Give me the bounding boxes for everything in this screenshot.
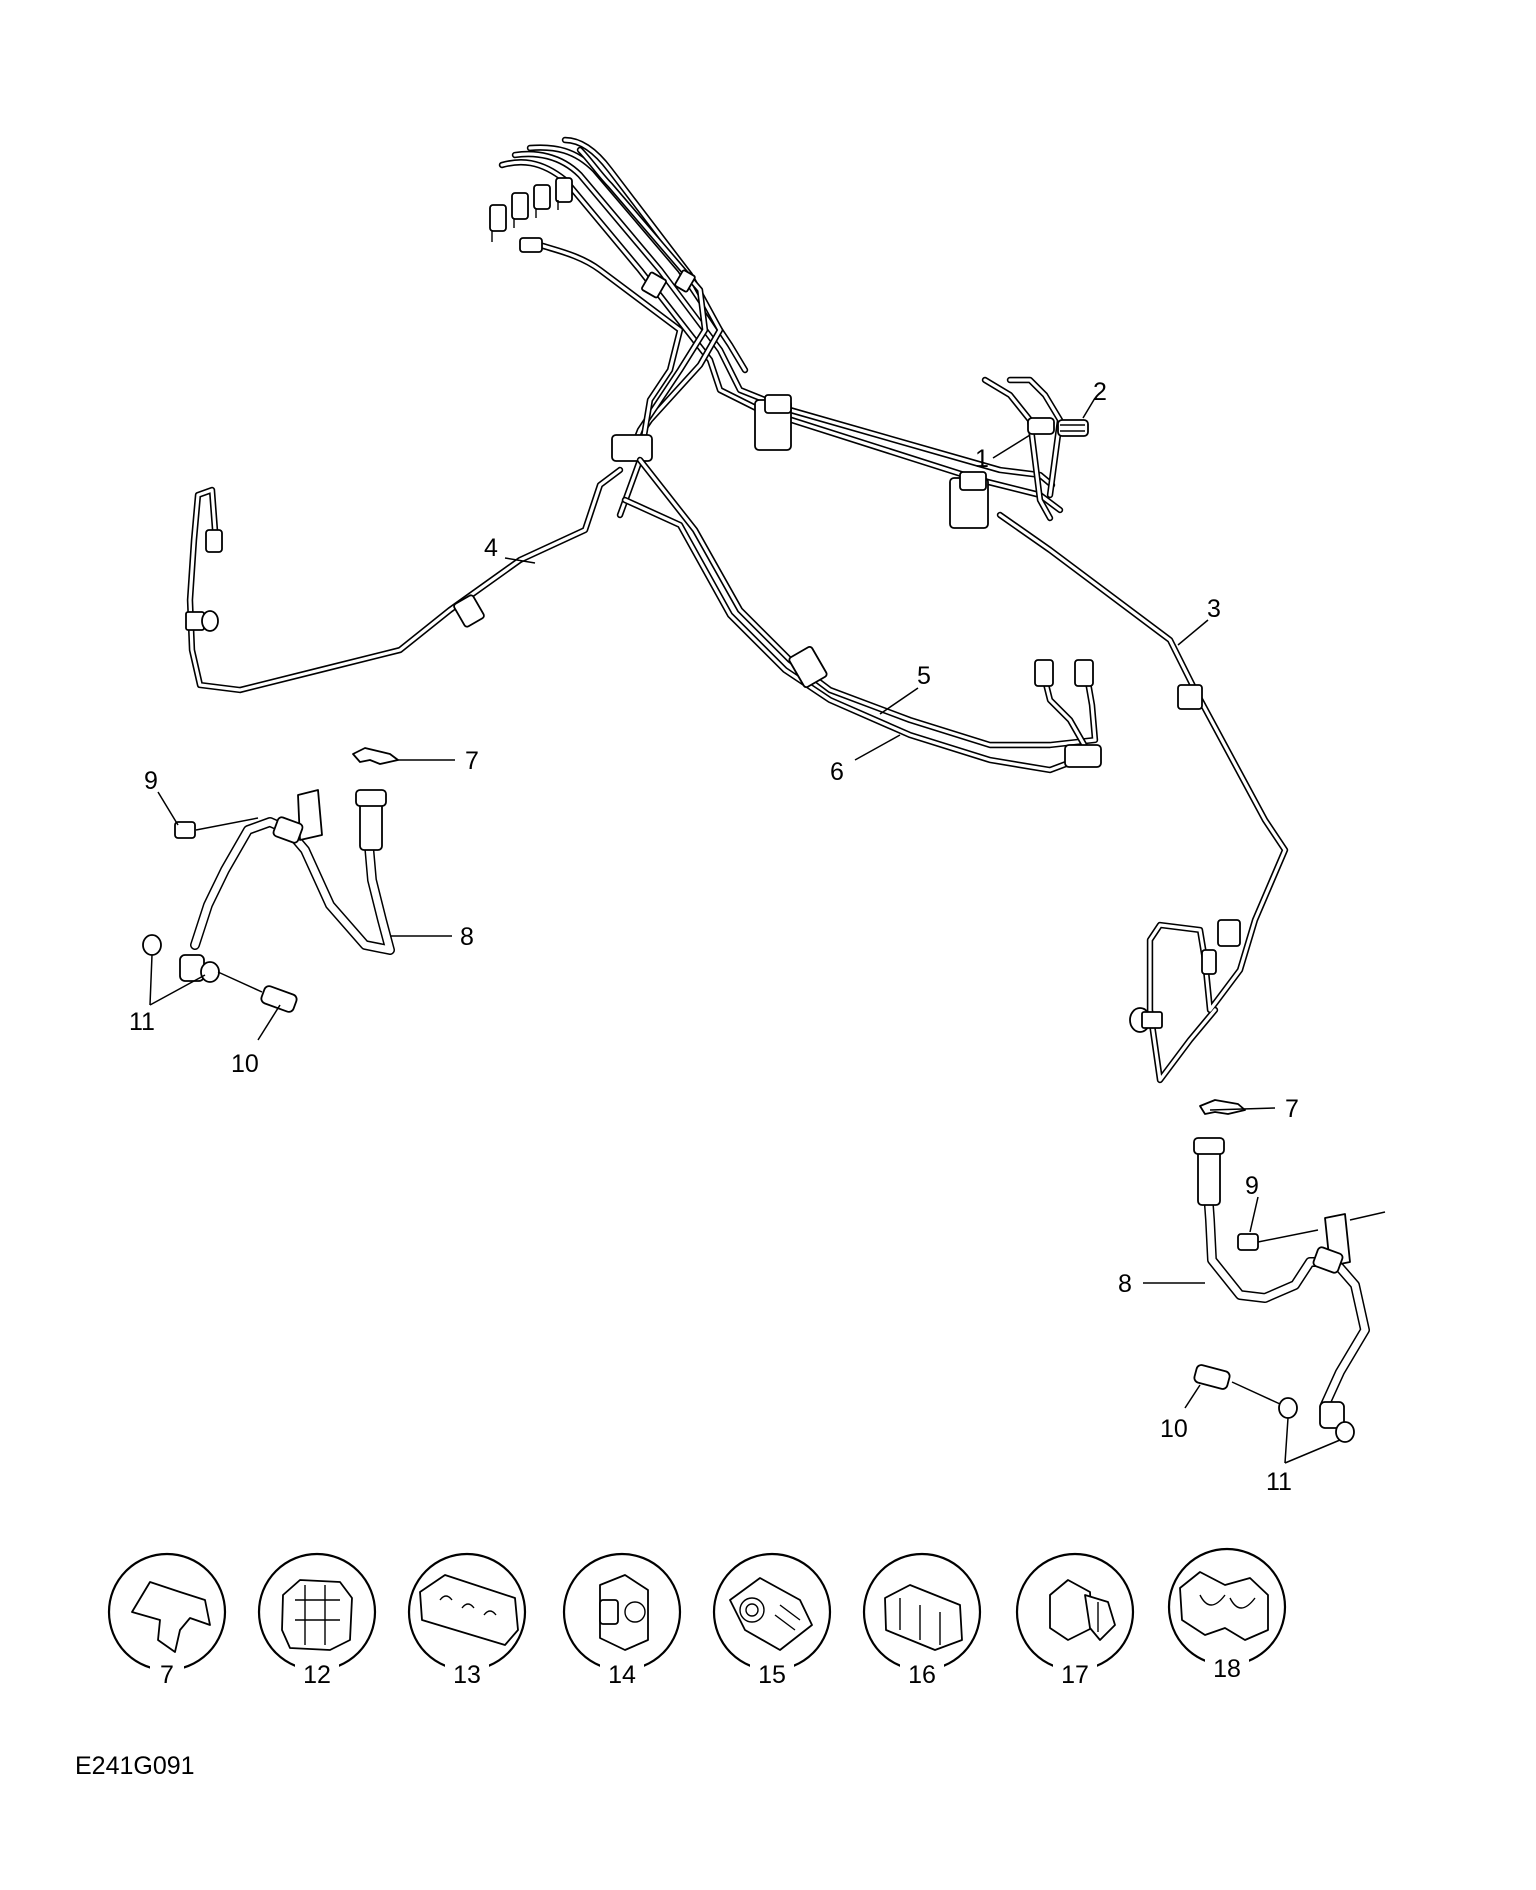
- svg-text:15: 15: [758, 1661, 786, 1689]
- pipe-clip: [1064, 744, 1102, 768]
- detail-clip-16: 16: [862, 1552, 982, 1689]
- callout-6: 6: [830, 758, 844, 786]
- pipe-end-fitting: [205, 529, 223, 553]
- union-fitting-2: [1057, 419, 1089, 437]
- callout-7-right: 7: [1285, 1095, 1299, 1123]
- pipe-clip: [453, 594, 485, 628]
- clip-detail-row: 7 12 13 14: [107, 1547, 1287, 1689]
- svg-text:16: 16: [908, 1661, 936, 1689]
- hose-retaining-clip: [352, 747, 399, 765]
- pipe-end-fitting: [1074, 659, 1094, 687]
- callout-11-right: 11: [1266, 1468, 1292, 1496]
- union-fitting-1: [1027, 417, 1055, 435]
- hose-retaining-clip: [1199, 1099, 1246, 1115]
- callout-7-left: 7: [465, 747, 479, 775]
- callout-leaders: [149, 397, 1341, 1464]
- brake-pipe-3: [996, 511, 1289, 1084]
- callout-8-right: 8: [1118, 1270, 1132, 1298]
- callout-9-right: 9: [1245, 1172, 1259, 1200]
- detail-clip-14: 14: [562, 1552, 682, 1689]
- detail-clip-7: 7: [107, 1552, 227, 1689]
- callout-2: 2: [1093, 378, 1107, 406]
- callout-9-left: 9: [144, 767, 158, 795]
- pipe-end-fittings-top: [489, 177, 573, 253]
- left-flexible-hose-assembly: [142, 747, 399, 1013]
- pipe-union-assembly: [981, 376, 1089, 522]
- callout-10-right: 10: [1160, 1415, 1188, 1443]
- callout-8-left: 8: [460, 923, 474, 951]
- callout-1: 1: [975, 445, 989, 473]
- figure-reference: E241G091: [75, 1752, 195, 1780]
- washers-11-right: [1278, 1397, 1355, 1443]
- main-pipe-bundle: [489, 136, 1064, 529]
- callout-10-left: 10: [231, 1050, 259, 1078]
- pipe-clips-main: [611, 269, 989, 529]
- brake-pipes-5-6: [621, 456, 1102, 774]
- pipe-clip: [1177, 684, 1203, 710]
- svg-text:12: 12: [303, 1661, 331, 1689]
- svg-text:18: 18: [1213, 1655, 1241, 1683]
- svg-text:14: 14: [608, 1661, 636, 1689]
- bolt-9-left: [174, 817, 259, 839]
- detail-clip-13: 13: [407, 1552, 527, 1689]
- callout-11-left: 11: [129, 1008, 155, 1036]
- banjo-fitting: [1319, 1401, 1345, 1429]
- svg-text:13: 13: [453, 1661, 481, 1689]
- callout-labels: 1 2 3 4 5 6 7 7 8 8 9 9 10 10 11 11: [129, 378, 1299, 1496]
- svg-text:7: 7: [160, 1661, 174, 1689]
- detail-clip-17: 17: [1015, 1552, 1135, 1689]
- right-flexible-hose-assembly: [1193, 1099, 1386, 1443]
- callout-4: 4: [484, 534, 498, 562]
- detail-clip-15: 15: [712, 1552, 832, 1689]
- pipe-clip: [788, 645, 828, 689]
- detail-clip-18: 18: [1167, 1547, 1287, 1683]
- washers-11-left: [142, 934, 220, 983]
- callout-3: 3: [1207, 595, 1221, 623]
- callout-5: 5: [917, 662, 931, 690]
- pipe-end-fitting: [1201, 949, 1217, 975]
- bolt-9-right: [1237, 1229, 1319, 1251]
- pipe-end-fitting: [1034, 659, 1054, 687]
- detail-clip-12: 12: [257, 1552, 377, 1689]
- brake-pipe-4: [185, 466, 624, 694]
- bolt-10-right: [1193, 1364, 1281, 1405]
- svg-text:17: 17: [1061, 1661, 1089, 1689]
- bolt-10-left: [217, 971, 298, 1013]
